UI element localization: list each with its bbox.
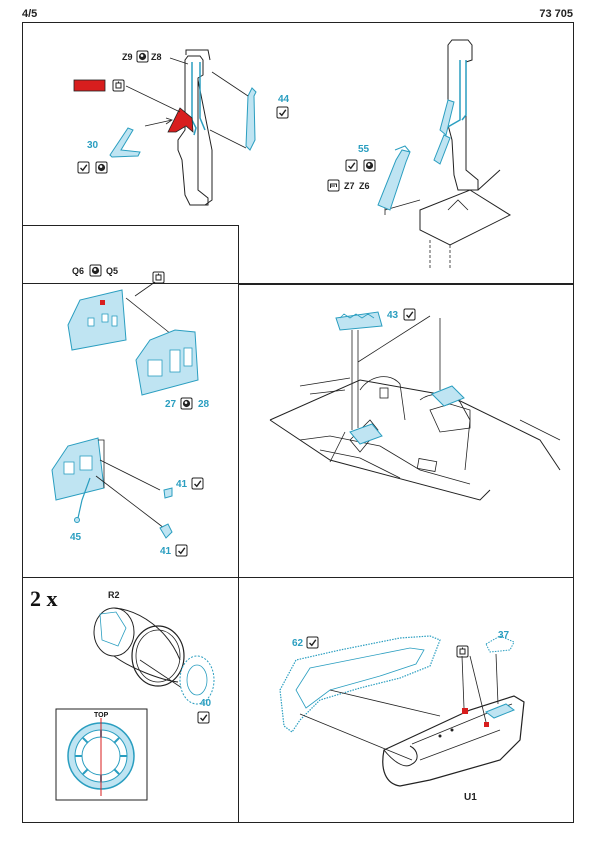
check-icon <box>345 159 358 172</box>
label-q6: Q6 <box>72 266 84 276</box>
headrest-red-part <box>167 107 194 133</box>
label-55: 55 <box>358 144 370 155</box>
label-41-a: 41 <box>176 479 188 490</box>
check-icon <box>191 477 204 490</box>
instrument-drum <box>93 607 201 701</box>
label-43: 43 <box>387 310 399 321</box>
tub-u1 <box>382 695 525 787</box>
paint-icon <box>136 50 149 63</box>
part-45-lever <box>74 477 91 523</box>
panel-seat-frame <box>22 22 574 284</box>
check-icon <box>77 161 90 174</box>
part-43-pad-target-a <box>349 423 383 445</box>
part-62-frame <box>279 635 441 733</box>
label-37: 37 <box>498 630 510 641</box>
glue-icon <box>152 271 165 284</box>
label-28: 28 <box>198 399 210 410</box>
label-40: 40 <box>200 698 212 709</box>
label-41-b: 41 <box>160 546 172 557</box>
label-z7: Z7 <box>344 181 355 191</box>
paint-icon <box>363 159 376 172</box>
part-43-pad-target-b <box>431 385 465 407</box>
label-u1: U1 <box>464 792 477 803</box>
side-console-upper <box>67 289 127 351</box>
part-30-etch <box>109 127 141 158</box>
glue-icon <box>456 645 469 658</box>
multiplier-label: 2 x <box>30 586 58 611</box>
label-z9: Z9 <box>122 52 133 62</box>
label-62: 62 <box>292 638 304 649</box>
check-icon <box>197 711 210 724</box>
part-55-etch <box>377 145 411 211</box>
check-icon <box>175 544 188 557</box>
label-z6: Z6 <box>359 181 370 191</box>
check-icon <box>276 106 289 119</box>
label-27: 27 <box>165 399 177 410</box>
side-console-lower <box>51 437 105 501</box>
label-top: TOP <box>94 712 109 719</box>
panel-tub-frame <box>238 577 574 823</box>
paint-icon <box>180 397 193 410</box>
page-number: 4/5 <box>22 8 38 20</box>
instrument-top-view <box>67 718 135 796</box>
label-z8: Z8 <box>151 52 162 62</box>
seat-assembly-right <box>384 39 512 270</box>
sheet-code: 73 705 <box>539 8 573 20</box>
check-icon <box>306 636 319 649</box>
part-40-dial <box>179 655 215 705</box>
check-icon <box>403 308 416 321</box>
label-r2: R2 <box>108 590 120 600</box>
label-45: 45 <box>70 532 82 543</box>
etch-bend-icon <box>327 179 340 192</box>
red-part-sample <box>73 79 106 92</box>
part-41-small-b <box>159 523 173 539</box>
glue-icon <box>112 79 125 92</box>
paint-icon <box>95 161 108 174</box>
label-30: 30 <box>87 140 99 151</box>
part-37-etch <box>485 635 515 653</box>
part-44-belt <box>245 87 257 151</box>
label-q5: Q5 <box>106 266 118 276</box>
part-27-panel <box>135 329 199 396</box>
fuselage-outline <box>269 376 561 501</box>
part-43-pad <box>335 311 383 331</box>
label-44: 44 <box>278 94 290 105</box>
part-41-small-a <box>163 487 173 499</box>
paint-icon <box>89 264 102 277</box>
